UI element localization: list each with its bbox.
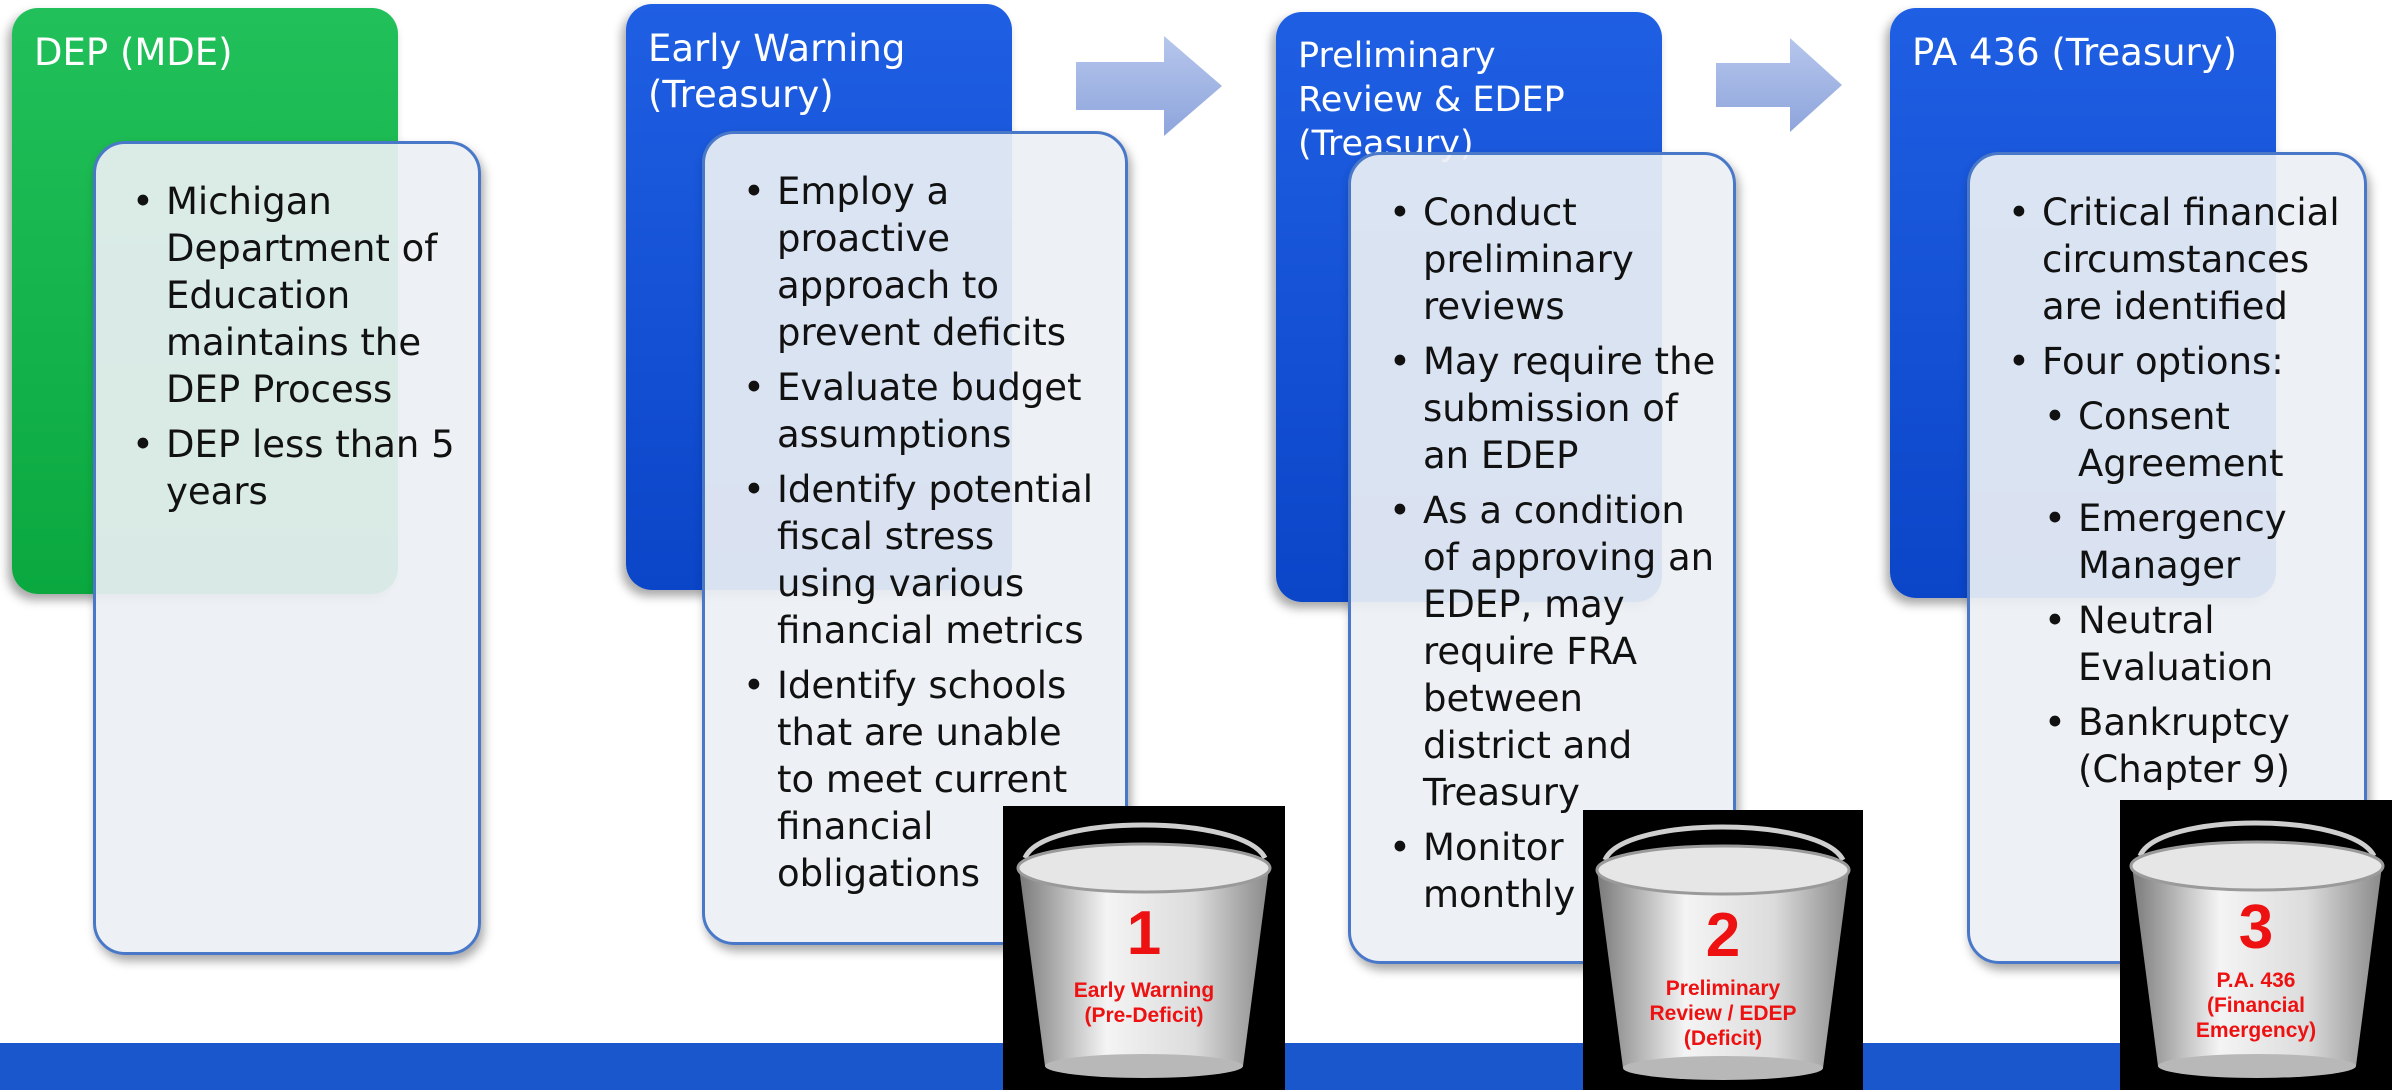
arrow-right-icon — [1076, 36, 1222, 136]
bullet: May require the submission of an EDEP — [1387, 338, 1717, 479]
bucket-3-number: 3 — [2238, 893, 2274, 962]
bucket-2-caption: Preliminary Review / EDEP (Deficit) — [1583, 976, 1863, 1051]
bullet: Evaluate budget assumptions — [741, 364, 1105, 458]
bullet: Identify schools that are unable to meet… — [741, 662, 1105, 897]
bullet: As a condition of approving an EDEP, may… — [1387, 487, 1717, 816]
bullet: Employ a proactive approach to prevent d… — [741, 168, 1105, 356]
sub-bullet: Bankruptcy (Chapter 9) — [2042, 699, 2356, 793]
bucket-caption-line: Review / EDEP — [1649, 1002, 1797, 1025]
bullet-text: Four options: — [2042, 340, 2284, 383]
bucket-3-caption: P.A. 436 (Financial Emergency) — [2120, 968, 2392, 1043]
bucket-3-image: 3 P.A. 436 (Financial Emergency) — [2120, 800, 2392, 1090]
stage-preliminary-review-title: Preliminary Review & EDEP (Treasury) — [1298, 36, 1565, 164]
bucket-caption-line: Early Warning — [1073, 979, 1215, 1002]
stage-dep-card: Michigan Department of Education maintai… — [93, 141, 481, 955]
bucket-icon — [1595, 824, 1851, 1080]
stage-dep-title: DEP (MDE) — [34, 31, 233, 74]
stage-early-warning-card: Employ a proactive approach to prevent d… — [702, 131, 1128, 945]
bullet: Michigan Department of Education maintai… — [130, 178, 458, 413]
sub-bullets: Consent Agreement Emergency Manager Neut… — [2042, 393, 2356, 793]
stage-early-warning-title: Early Warning (Treasury) — [648, 27, 906, 116]
stage-preliminary-review-bullets: Conduct preliminary reviews May require … — [1387, 189, 1717, 918]
bucket-caption-line: (Financial — [2206, 994, 2306, 1017]
stage-pa436-bullets: Critical financial circumstances are ide… — [2006, 189, 2356, 793]
bucket-2-image: 2 Preliminary Review / EDEP (Deficit) — [1583, 810, 1863, 1090]
bucket-caption-line: Preliminary — [1665, 977, 1781, 1000]
bullet: Monitor monthly — [1387, 824, 1717, 918]
bucket-caption-line: Emergency) — [2195, 1019, 2317, 1042]
bullet: Identify potential fiscal stress using v… — [741, 466, 1105, 654]
bullet: Conduct preliminary reviews — [1387, 189, 1717, 330]
bucket-caption-line: P.A. 436 — [2216, 969, 2296, 992]
sub-bullet: Consent Agreement — [2042, 393, 2356, 487]
bucket-2-number: 2 — [1705, 901, 1741, 970]
stage-pa436-title: PA 436 (Treasury) — [1912, 31, 2238, 74]
bucket-icon — [2129, 820, 2385, 1078]
bucket-caption-line: (Deficit) — [1683, 1027, 1763, 1050]
bullet: Critical financial circumstances are ide… — [2006, 189, 2356, 330]
sub-bullet: Neutral Evaluation — [2042, 597, 2356, 691]
bucket-1-image: 1 Early Warning (Pre-Deficit) — [1003, 806, 1285, 1090]
sub-bullet: Emergency Manager — [2042, 495, 2356, 589]
bucket-icon — [1016, 822, 1272, 1078]
bullet: DEP less than 5 years — [130, 421, 458, 515]
bucket-caption-line: (Pre-Deficit) — [1084, 1004, 1204, 1027]
bucket-1-caption: Early Warning (Pre-Deficit) — [1003, 978, 1285, 1028]
stage-dep-bullets: Michigan Department of Education maintai… — [130, 178, 458, 515]
stage-early-warning-bullets: Employ a proactive approach to prevent d… — [741, 168, 1105, 897]
bullet: Four options: Consent Agreement Emergenc… — [2006, 338, 2356, 793]
arrow-right-icon — [1716, 38, 1842, 132]
bucket-1-number: 1 — [1126, 899, 1162, 968]
